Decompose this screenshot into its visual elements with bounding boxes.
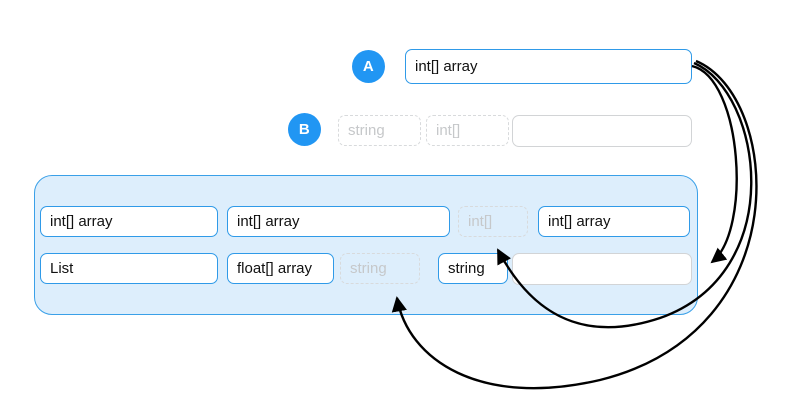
row-a-input[interactable]: int[] array bbox=[405, 49, 692, 84]
arrow-a-to-empty-slot bbox=[691, 64, 738, 264]
panel-row2-cell-list[interactable]: List bbox=[40, 253, 218, 284]
row-b-chip-int-array[interactable]: int[] bbox=[426, 115, 509, 146]
panel-row2-dashed-string[interactable]: string bbox=[340, 253, 420, 284]
panel-row2-cell-string[interactable]: string bbox=[438, 253, 508, 284]
panel-row2-cell-float-array[interactable]: float[] array bbox=[227, 253, 334, 284]
panel-row2-empty-box[interactable] bbox=[512, 253, 692, 285]
candidates-panel bbox=[34, 175, 698, 315]
panel-row1-cell-4[interactable]: int[] array bbox=[538, 206, 690, 237]
panel-row1-cell-1[interactable]: int[] array bbox=[40, 206, 218, 237]
panel-row1-dashed-int[interactable]: int[] bbox=[458, 206, 528, 237]
panel-row1-cell-2[interactable]: int[] array bbox=[227, 206, 450, 237]
row-b-chip-string[interactable]: string bbox=[338, 115, 421, 146]
row-b-badge: B bbox=[288, 113, 321, 146]
row-a-badge: A bbox=[352, 50, 385, 83]
row-b-empty-box[interactable] bbox=[512, 115, 692, 147]
